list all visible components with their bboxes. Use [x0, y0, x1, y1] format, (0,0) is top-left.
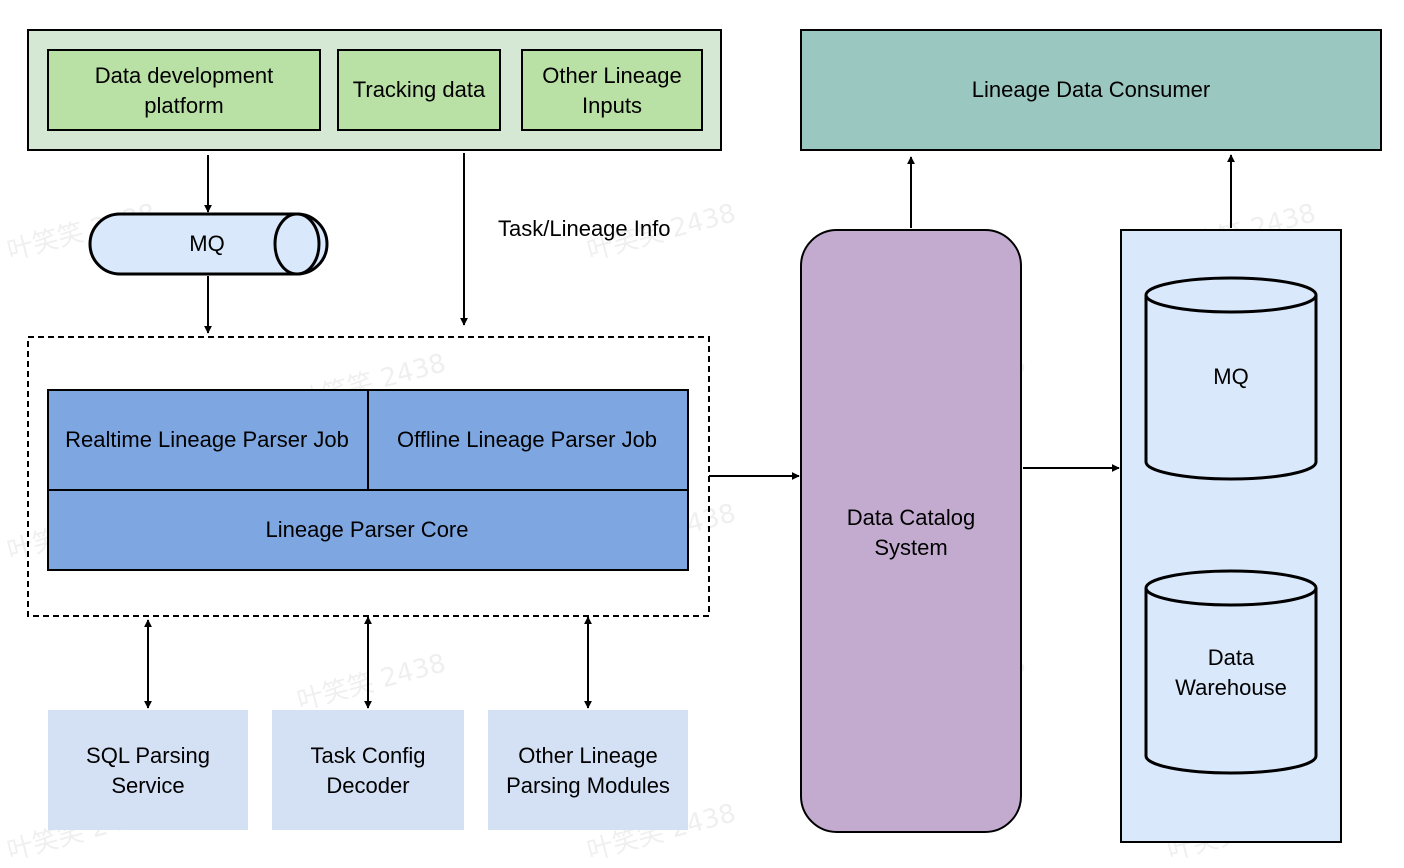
source-tracking-data: Tracking data — [337, 49, 501, 131]
mq-label: MQ — [189, 231, 224, 256]
data-warehouse-label: Data — [1208, 645, 1255, 670]
offline-parser-job — [367, 389, 689, 491]
module-label: SQL Parsing — [86, 743, 210, 768]
parsing-modules: SQL Parsing Service Task Config Decoder … — [48, 710, 688, 830]
module-label: Other Lineage — [518, 743, 657, 768]
consumer-label: Lineage Data Consumer — [972, 77, 1210, 102]
data-warehouse-cylinder: Data Warehouse — [1144, 569, 1318, 775]
catalog-label: System — [874, 535, 947, 560]
data-catalog-system: Data Catalog System — [800, 229, 1022, 833]
lineage-parser-core-label: Lineage Parser Core — [265, 517, 468, 542]
watermark: 叶笑笑 2438 — [294, 648, 449, 716]
source-other-lineage-inputs: Other Lineage Inputs — [521, 49, 703, 131]
lineage-parser-core — [47, 489, 689, 571]
module-sql-parsing-service: SQL Parsing Service — [48, 710, 248, 830]
data-warehouse-label: Warehouse — [1175, 675, 1287, 700]
parser-group: Realtime Lineage Parser Job Offline Line… — [27, 336, 710, 617]
module-label: Service — [111, 773, 184, 798]
source-label: Other Lineage — [542, 63, 681, 88]
task-lineage-info-label: Task/Lineage Info — [498, 216, 670, 241]
source-label: Data development — [95, 63, 274, 88]
source-label: platform — [144, 93, 223, 118]
module-task-config-decoder: Task Config Decoder — [272, 710, 464, 830]
sources-group: Data development platform Tracking data … — [27, 29, 722, 151]
source-data-development-platform: Data development platform — [47, 49, 321, 131]
module-label: Parsing Modules — [506, 773, 670, 798]
connectors — [144, 153, 1235, 709]
mq-queue: MQ — [88, 212, 329, 276]
storage-mq-label: MQ — [1213, 364, 1248, 389]
catalog-label: Data Catalog — [847, 505, 975, 530]
realtime-parser-job-label: Realtime Lineage Parser Job — [65, 427, 349, 452]
lineage-data-consumer: Lineage Data Consumer — [800, 29, 1382, 151]
realtime-parser-job — [47, 389, 369, 491]
module-label: Decoder — [326, 773, 409, 798]
module-label: Task Config — [311, 743, 426, 768]
storage-panel: MQ Data Warehouse — [1120, 229, 1342, 843]
module-other-lineage-parsing: Other Lineage Parsing Modules — [488, 710, 688, 830]
source-label: Inputs — [582, 93, 642, 118]
offline-parser-job-label: Offline Lineage Parser Job — [397, 427, 657, 452]
source-label: Tracking data — [353, 77, 486, 102]
storage-mq-cylinder: MQ — [1144, 276, 1318, 481]
